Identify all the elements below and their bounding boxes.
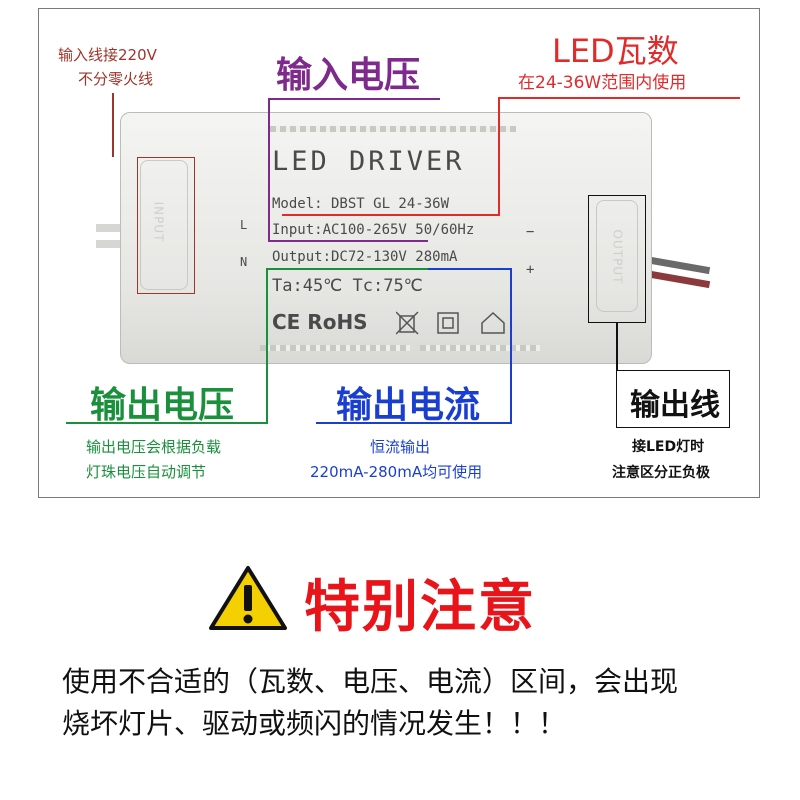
label-model: Model: DBST GL 24-36W: [272, 196, 450, 212]
warning-title: 特别注意: [304, 575, 536, 640]
double-insulation-icon: [437, 312, 459, 334]
output-voltage-line: [266, 268, 268, 423]
output-current-line: [316, 422, 512, 424]
output-socket: [596, 200, 638, 312]
label-title: LED DRIVER: [272, 146, 465, 177]
led-watts-line: [282, 214, 500, 216]
input-wire: [96, 240, 136, 248]
input-highlight-box: [137, 157, 195, 294]
top-vent-strip: [270, 126, 516, 132]
output-current-line: [428, 268, 512, 270]
label-certs: CE RoHS: [272, 310, 368, 334]
led-watts-title: LED瓦数: [552, 32, 679, 70]
input-voltage-line: [268, 240, 428, 242]
diagram-frame: [38, 8, 760, 498]
warning-body-line2: 烧坏灯片、驱动或频闪的情况发生！！！: [62, 707, 567, 740]
led-watts-line: [498, 97, 500, 215]
output-current-line: [510, 268, 512, 424]
house-icon: [481, 311, 505, 334]
label-input: Input:AC100-265V 50/60Hz: [272, 222, 475, 238]
label-l: L: [240, 218, 248, 232]
output-line-title: 输出线: [630, 388, 720, 423]
label-output: Output:DC72-130V 280mA: [272, 249, 458, 265]
weee-bin-icon: [396, 311, 419, 335]
input-voltage-line: [268, 98, 270, 241]
bottom-vent: [420, 345, 540, 351]
cert-icons: [396, 311, 505, 335]
output-line-highlight-box: [588, 195, 646, 323]
label-n: N: [240, 255, 248, 269]
input-note-line2: 不分零火线: [78, 70, 154, 88]
output-line-title-box: [616, 370, 730, 428]
led-watts-line: [498, 97, 740, 99]
label-minus: −: [526, 224, 535, 240]
output-voltage-title: 输出电压: [90, 385, 235, 426]
led-driver-body: [120, 112, 652, 364]
bottom-vent: [260, 345, 410, 351]
label-plus: +: [526, 262, 535, 278]
input-socket: [140, 160, 188, 290]
output-line-sub1: 接LED灯时: [632, 439, 705, 455]
led-watts-subtitle: 在24-36W范围内使用: [518, 73, 687, 93]
output-current-title: 输出电流: [336, 385, 481, 426]
input-wire: [96, 224, 136, 232]
output-line-sub2: 注意区分正负极: [612, 465, 710, 481]
output-voltage-line: [66, 422, 268, 424]
warning-triangle-icon: [209, 566, 287, 630]
output-voltage-sub1: 输出电压会根据负载: [86, 438, 222, 456]
input-voltage-line: [268, 98, 440, 100]
output-voltage-sub2: 灯珠电压自动调节: [86, 463, 207, 481]
output-current-sub2: 220mA-280mA均可使用: [310, 463, 483, 481]
input-note-line: [112, 93, 114, 157]
output-voltage-line: [266, 268, 428, 270]
input-voltage-title: 输入电压: [276, 55, 421, 96]
input-note-line1: 输入线接220V: [58, 46, 157, 64]
label-temps: Ta:45℃ Tc:75℃: [272, 276, 423, 296]
output-line-connector: [616, 323, 618, 371]
warning-body-line1: 使用不合适的（瓦数、电压、电流）区间，会出现: [62, 665, 679, 698]
output-current-sub1: 恒流输出: [370, 438, 431, 456]
